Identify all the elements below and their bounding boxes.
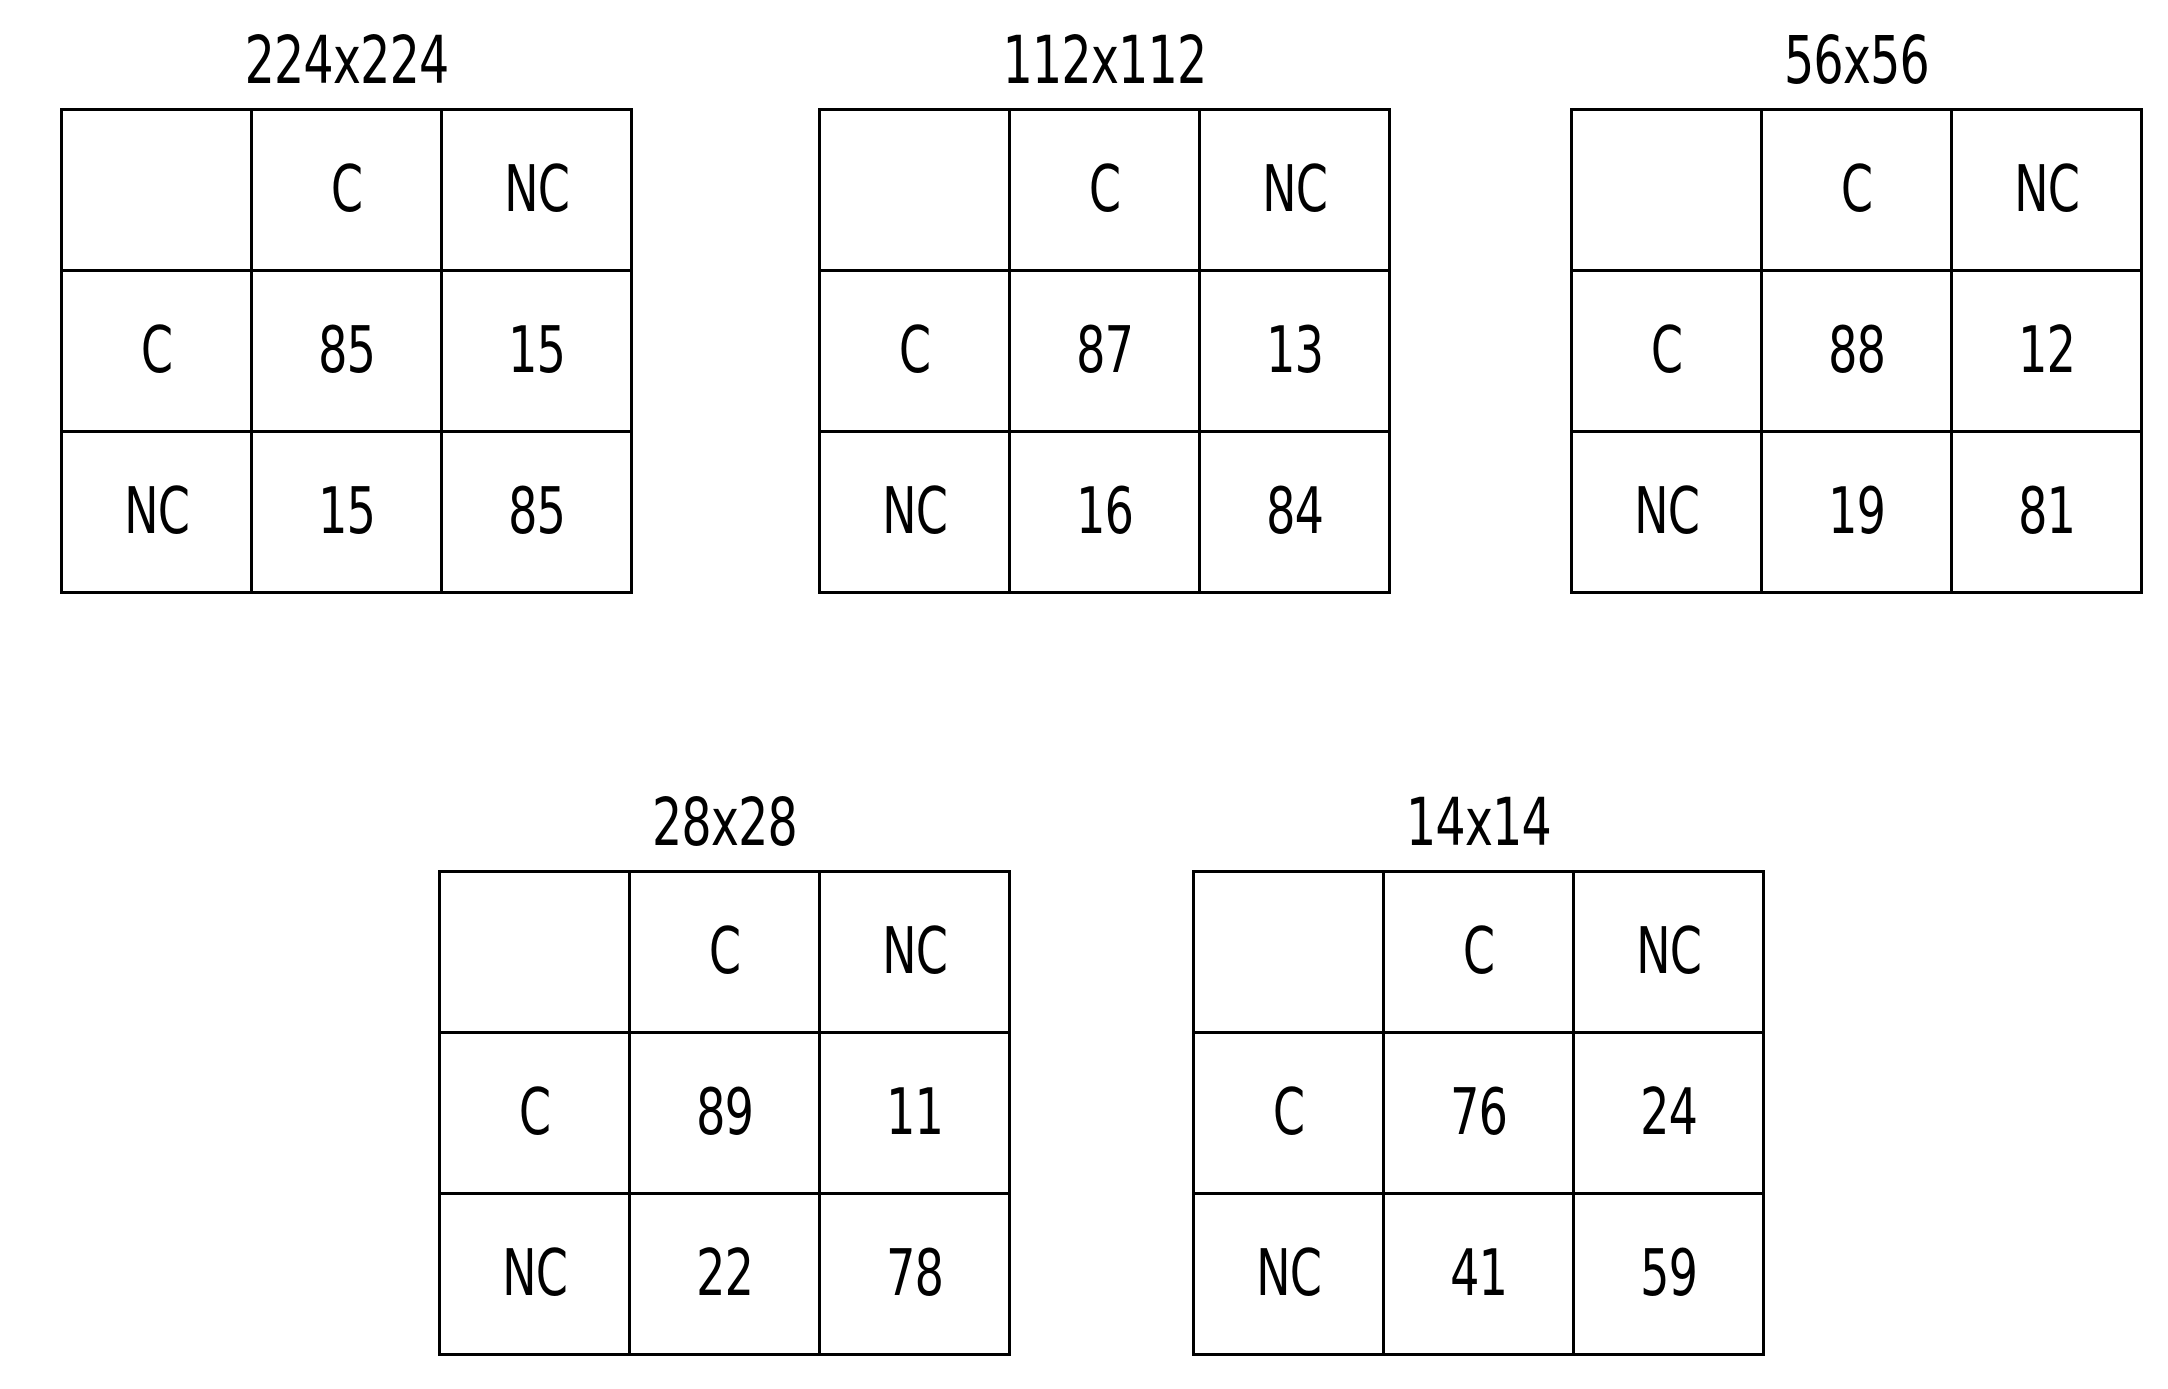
confusion-matrix-block-224x224: 224x224 C NC C 85 15 NC 15 85 [60, 28, 633, 594]
column-header-nc: NC [1950, 108, 2143, 272]
table-row: C 76 24 [1192, 1031, 1765, 1195]
table-row: C 89 11 [438, 1031, 1011, 1195]
row-header-nc: NC [818, 430, 1011, 594]
cell-nc-nc: 85 [440, 430, 633, 594]
cell-nc-c: 15 [250, 430, 443, 594]
matrix-title-28x28: 28x28 [652, 784, 798, 861]
cell-nc-c: 19 [1760, 430, 1953, 594]
confusion-matrix-block-14x14: 14x14 C NC C 76 24 NC 41 59 [1192, 790, 1765, 1356]
cell-nc-nc: 59 [1572, 1192, 1765, 1356]
column-header-c: C [628, 870, 821, 1034]
table-header-row: C NC [1570, 108, 2143, 272]
corner-cell [438, 870, 631, 1034]
matrix-title-56x56: 56x56 [1784, 22, 1930, 99]
table-row: NC 19 81 [1570, 430, 2143, 594]
confusion-matrix-table-56x56: C NC C 88 12 NC 19 81 [1570, 108, 2143, 594]
column-header-nc: NC [1198, 108, 1391, 272]
table-row: NC 15 85 [60, 430, 633, 594]
cell-nc-c: 16 [1008, 430, 1201, 594]
cell-c-c: 89 [628, 1031, 821, 1195]
row-header-c: C [438, 1031, 631, 1195]
row-header-c: C [818, 269, 1011, 433]
cell-c-c: 76 [1382, 1031, 1575, 1195]
table-row: C 88 12 [1570, 269, 2143, 433]
row-header-c: C [1192, 1031, 1385, 1195]
cell-nc-c: 41 [1382, 1192, 1575, 1356]
column-header-nc: NC [818, 870, 1011, 1034]
confusion-matrix-table-112x112: C NC C 87 13 NC 16 84 [818, 108, 1391, 594]
table-row: C 87 13 [818, 269, 1391, 433]
table-header-row: C NC [1192, 870, 1765, 1034]
row-header-nc: NC [438, 1192, 631, 1356]
confusion-matrix-block-28x28: 28x28 C NC C 89 11 NC 22 78 [438, 790, 1011, 1356]
cell-c-c: 85 [250, 269, 443, 433]
corner-cell [1192, 870, 1385, 1034]
row-header-nc: NC [1192, 1192, 1385, 1356]
row-header-nc: NC [60, 430, 253, 594]
confusion-matrix-block-56x56: 56x56 C NC C 88 12 NC 19 81 [1570, 28, 2143, 594]
cell-c-nc: 24 [1572, 1031, 1765, 1195]
cell-c-c: 87 [1008, 269, 1201, 433]
matrix-title-112x112: 112x112 [1002, 22, 1208, 99]
table-row: NC 22 78 [438, 1192, 1011, 1356]
cell-c-nc: 12 [1950, 269, 2143, 433]
row-header-c: C [1570, 269, 1763, 433]
column-header-c: C [250, 108, 443, 272]
corner-cell [818, 108, 1011, 272]
cell-c-nc: 15 [440, 269, 633, 433]
confusion-matrix-table-224x224: C NC C 85 15 NC 15 85 [60, 108, 633, 594]
column-header-nc: NC [1572, 870, 1765, 1034]
cell-nc-nc: 81 [1950, 430, 2143, 594]
table-row: NC 16 84 [818, 430, 1391, 594]
cell-c-nc: 13 [1198, 269, 1391, 433]
column-header-c: C [1382, 870, 1575, 1034]
confusion-matrix-table-28x28: C NC C 89 11 NC 22 78 [438, 870, 1011, 1356]
cell-nc-nc: 84 [1198, 430, 1391, 594]
confusion-matrix-block-112x112: 112x112 C NC C 87 13 NC 16 84 [818, 28, 1391, 594]
table-row: C 85 15 [60, 269, 633, 433]
corner-cell [60, 108, 253, 272]
corner-cell [1570, 108, 1763, 272]
table-header-row: C NC [438, 870, 1011, 1034]
column-header-c: C [1008, 108, 1201, 272]
matrix-title-14x14: 14x14 [1406, 784, 1552, 861]
row-header-nc: NC [1570, 430, 1763, 594]
table-header-row: C NC [60, 108, 633, 272]
column-header-nc: NC [440, 108, 633, 272]
table-header-row: C NC [818, 108, 1391, 272]
confusion-matrix-table-14x14: C NC C 76 24 NC 41 59 [1192, 870, 1765, 1356]
row-header-c: C [60, 269, 253, 433]
cell-nc-c: 22 [628, 1192, 821, 1356]
cell-c-c: 88 [1760, 269, 1953, 433]
cell-nc-nc: 78 [818, 1192, 1011, 1356]
column-header-c: C [1760, 108, 1953, 272]
table-row: NC 41 59 [1192, 1192, 1765, 1356]
matrix-title-224x224: 224x224 [244, 22, 450, 99]
cell-c-nc: 11 [818, 1031, 1011, 1195]
